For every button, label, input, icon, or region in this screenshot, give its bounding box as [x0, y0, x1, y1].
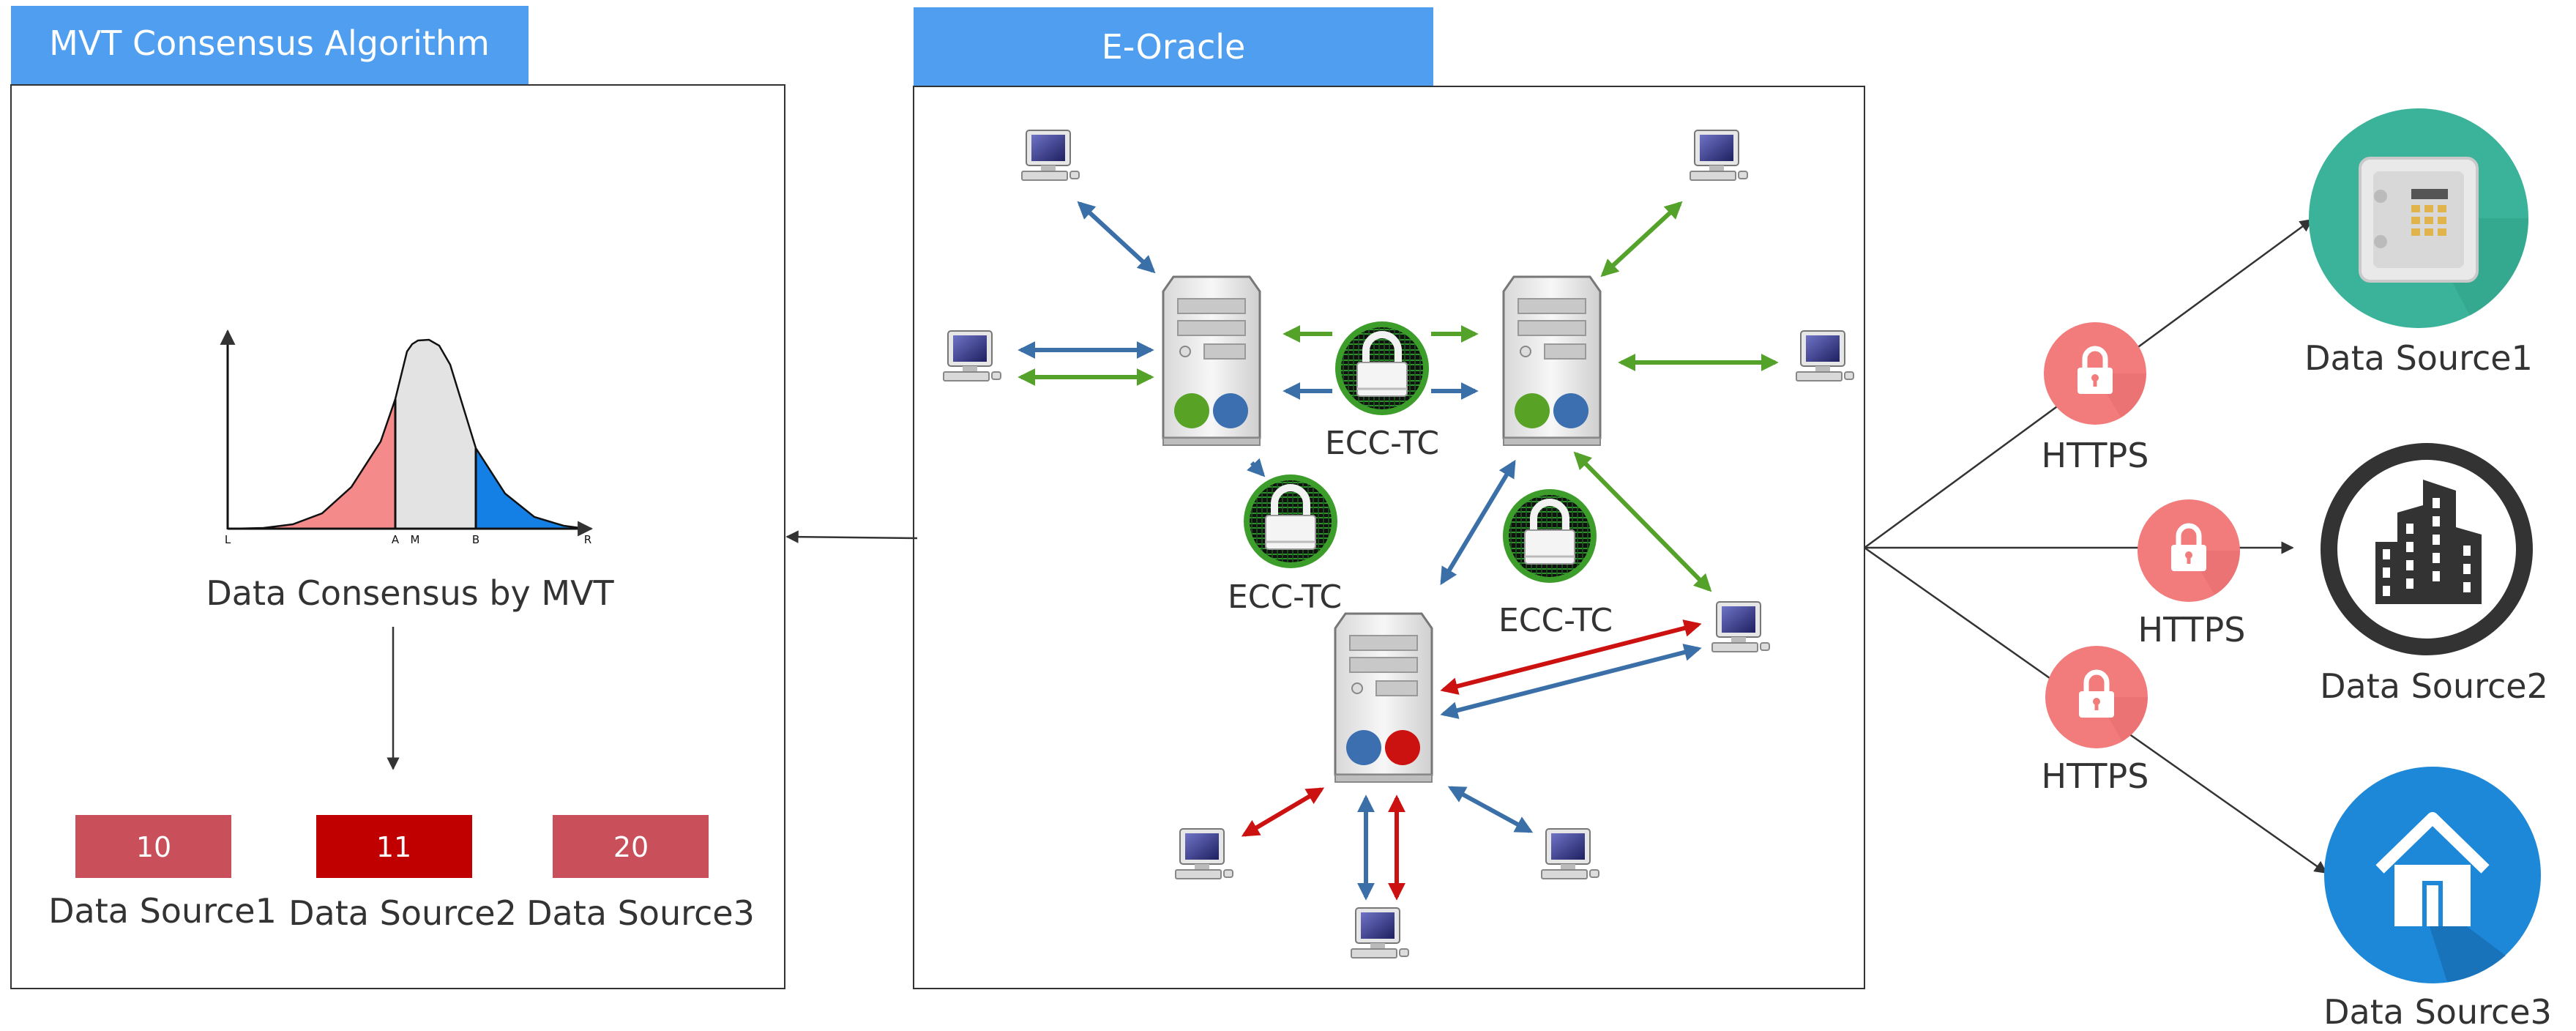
computer-icon	[1175, 828, 1233, 879]
ecc-lock-icon	[1335, 321, 1429, 415]
https-label-2: HTTPS	[2138, 610, 2246, 650]
mvt-panel-header	[11, 6, 529, 85]
value-box-1: 10 Data Source1	[48, 815, 277, 931]
server-1	[1162, 275, 1261, 447]
mvt-panel-frame	[10, 84, 785, 989]
arrow-server2-pc5	[1573, 451, 1712, 592]
data-sources: HTTPS HTTPS HTTPS Data Source1	[1864, 108, 2552, 1031]
computer-icon	[1021, 130, 1080, 181]
oracle-panel-header	[914, 7, 1433, 86]
source-label-2: Data Source2	[2320, 666, 2548, 706]
oracle-panel-frame	[913, 86, 1865, 989]
tick-label-b: B	[472, 533, 479, 546]
arrow-server3-pc8	[1447, 786, 1534, 833]
oracle-panel: E-Oracle	[913, 7, 1865, 989]
tick-label-m: M	[411, 533, 420, 546]
oracle-panel-title: E-Oracle	[1102, 27, 1246, 67]
arrow-server3-pc5-blue	[1440, 644, 1702, 719]
https-lock-icon	[2138, 499, 2240, 602]
value-box-2: 11 Data Source2	[288, 815, 517, 933]
city-icon	[2321, 443, 2533, 655]
ecc-label-2: ECC-TC	[1228, 578, 1342, 616]
server-2	[1502, 275, 1602, 447]
mvt-panel: MVT Consensus Algorithm L A M B R Data C…	[10, 6, 785, 989]
https-label-1: HTTPS	[2042, 436, 2149, 475]
svg-text:11: 11	[376, 831, 411, 863]
arrow-server2-pc3	[1600, 201, 1683, 278]
value-box-3: 20 Data Source3	[526, 815, 755, 933]
computer-icon	[1711, 601, 1770, 652]
https-label-3: HTTPS	[2042, 756, 2149, 796]
arrow-server1-lock2	[1247, 458, 1266, 477]
https-lock-icon	[2044, 322, 2146, 425]
safe-icon	[2309, 108, 2529, 328]
svg-text:20: 20	[613, 831, 649, 863]
network-arrows	[1018, 201, 1779, 901]
source-label-3: Data Source3	[2323, 992, 2552, 1031]
oracle-to-mvt-arrow	[785, 530, 918, 543]
source-label-1: Data Source1	[2304, 338, 2533, 378]
ecc-label-1: ECC-TC	[1325, 425, 1439, 462]
ecc-lock-icon	[1244, 474, 1337, 568]
computer-icon	[1796, 330, 1854, 381]
chart-caption: Data Consensus by MVT	[206, 573, 614, 613]
tick-label-l: L	[225, 533, 231, 546]
value-source-label-1: Data Source1	[48, 891, 277, 931]
ecc-lock-icon	[1503, 489, 1597, 583]
left-tail-region	[228, 399, 395, 529]
tick-label-a: A	[392, 533, 400, 546]
arrow-pc1-server1	[1077, 201, 1156, 274]
computer-icon	[1351, 907, 1409, 959]
distribution-chart: L A M B R	[220, 329, 594, 546]
right-tail-region	[476, 448, 586, 529]
computer-icon	[943, 330, 1001, 381]
distribution-curve	[233, 338, 586, 530]
value-source-label-3: Data Source3	[526, 893, 755, 933]
https-lock-icon	[2045, 646, 2148, 748]
ecc-label-3: ECC-TC	[1498, 602, 1613, 639]
house-icon	[2324, 767, 2541, 983]
svg-text:10: 10	[136, 831, 171, 863]
center-region	[395, 340, 476, 529]
computer-icon	[1541, 828, 1599, 879]
server-3	[1334, 612, 1433, 784]
arrow-server3-pc6	[1241, 787, 1325, 837]
mvt-panel-title: MVT Consensus Algorithm	[49, 23, 490, 63]
arrow-server3-server2	[1440, 459, 1516, 586]
computer-icon	[1690, 130, 1748, 181]
value-source-label-2: Data Source2	[288, 893, 517, 933]
tick-label-r: R	[584, 533, 591, 546]
